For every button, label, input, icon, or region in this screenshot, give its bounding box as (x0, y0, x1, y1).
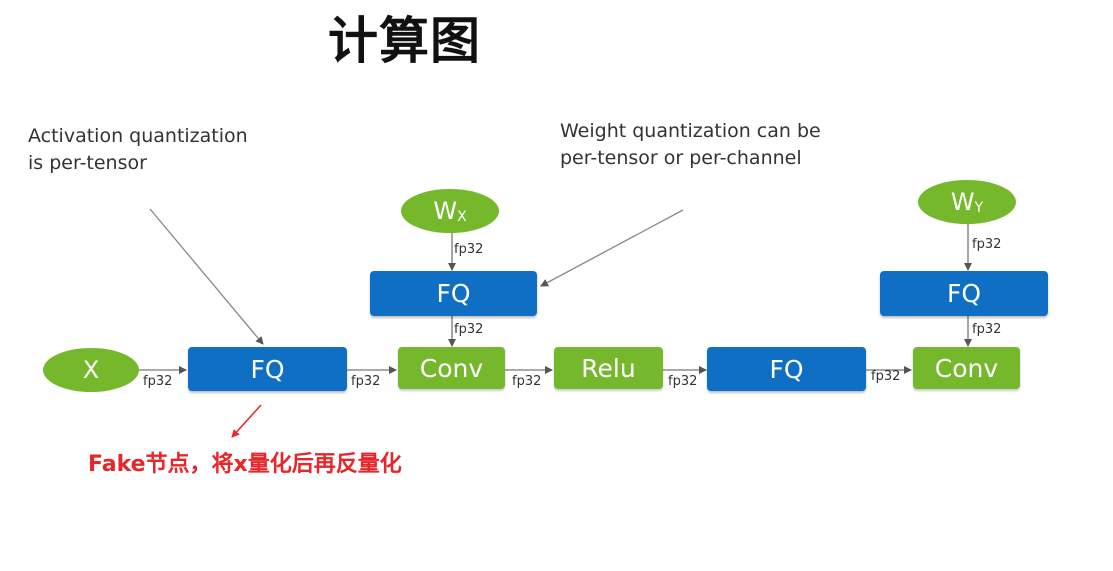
edge-label: fp32 (871, 369, 901, 384)
weight-wx-label: W (433, 197, 458, 225)
edge-label: fp32 (668, 374, 698, 389)
conv2-node: Conv (913, 347, 1020, 389)
edge-label: fp32 (972, 322, 1002, 337)
input-x-node: X (43, 348, 139, 392)
edge-label: fp32 (454, 322, 484, 337)
annotation-arrow (231, 404, 262, 438)
fq-mid-node: FQ (707, 347, 866, 391)
fq-weight-x-node: FQ (370, 271, 537, 316)
edge-label: fp32 (351, 374, 381, 389)
weight-note-arrow (540, 209, 684, 287)
fq-weight-y-node: FQ (880, 271, 1048, 316)
fq-input-node: FQ (188, 347, 347, 391)
page-title: 计算图 (328, 12, 481, 70)
weight-wy-label: W (950, 188, 975, 216)
activation-note: Activation quantization is per-tensor (28, 125, 248, 174)
conv1-node: Conv (398, 347, 505, 389)
edge-label: fp32 (972, 237, 1002, 252)
relu-node: Relu (554, 347, 663, 389)
weight-wx-subscript: X (457, 209, 467, 225)
activation-note-arrow (149, 208, 264, 345)
fake-node-annotation: Fake节点，将x量化后再反量化 (88, 452, 402, 477)
input-x-label: X (82, 356, 100, 384)
edge-label: fp32 (512, 374, 542, 389)
weight-wy-subscript: Y (974, 200, 984, 216)
edge-label: fp32 (454, 242, 484, 257)
weight-note: Weight quantization can be per-tensor or… (560, 120, 821, 169)
edge-label: fp32 (143, 374, 173, 389)
